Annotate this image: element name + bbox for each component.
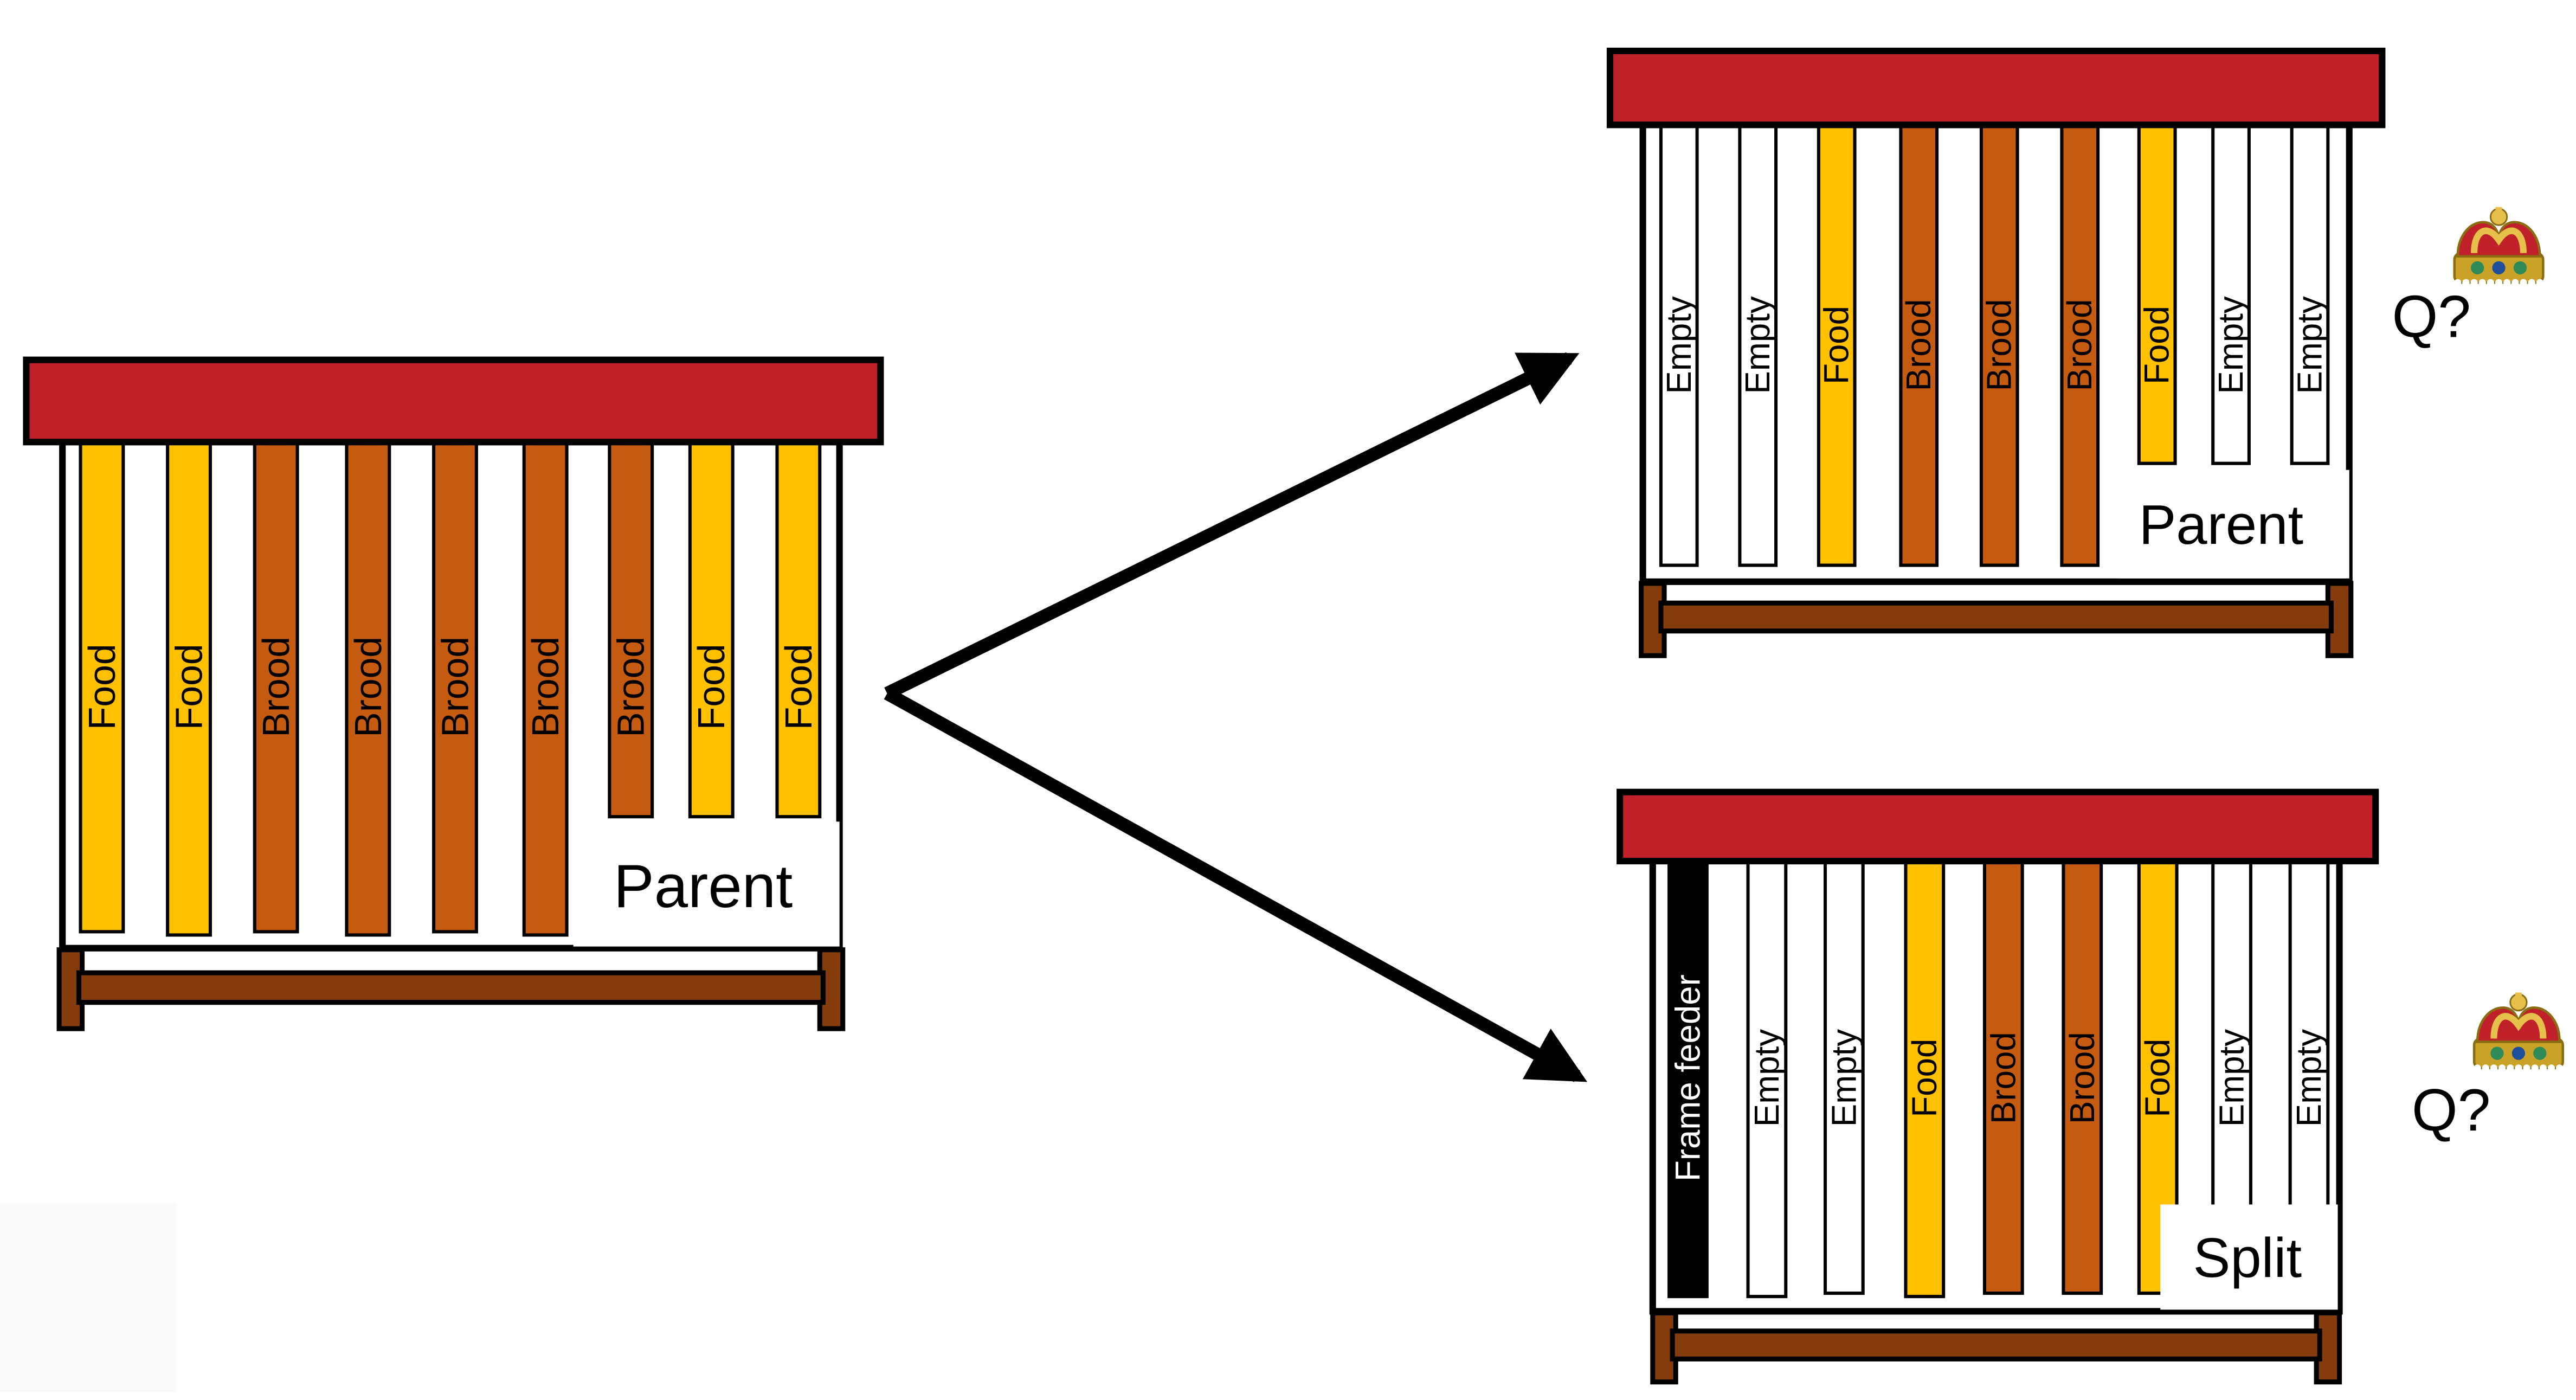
frame-label: Brood — [1984, 1032, 2023, 1124]
queen-marker-split: Q? — [2412, 992, 2565, 1144]
frame-label: Food — [777, 644, 820, 730]
frame-bar — [345, 440, 391, 937]
frame-label: Food — [2139, 1039, 2177, 1118]
hive-label-box — [573, 821, 840, 947]
frame-empty: Empty — [2211, 123, 2251, 465]
frame-brood: Brood — [522, 440, 569, 937]
frame-label: Brood — [2060, 299, 2099, 391]
hive-label-split: Split — [2193, 1226, 2302, 1289]
crown-icon — [2472, 992, 2565, 1072]
frame-label: Brood — [255, 637, 297, 737]
frame-bar — [1904, 859, 1946, 1299]
frame-bar — [1899, 123, 1939, 567]
frame-bar — [1817, 123, 1857, 567]
hive-stand — [56, 947, 846, 1031]
hive-result-split: Frame feeder Empty Empty Food Brood Brood Food… — [1617, 788, 2379, 1385]
frame-feeder: Frame feeder — [1667, 859, 1709, 1299]
hive-roof — [23, 356, 884, 446]
frame-bar — [2060, 123, 2100, 567]
crown-icon — [2453, 207, 2545, 286]
frame-label: Food — [1818, 306, 1856, 384]
frame-label: Brood — [2063, 1032, 2102, 1124]
hive-label-box — [2160, 1204, 2338, 1310]
frame-food: Food — [1904, 859, 1946, 1299]
frame-label: Brood — [524, 637, 566, 737]
frame-bar — [1667, 859, 1709, 1299]
frame-label: Empty — [1748, 1029, 1786, 1127]
frame-label: Empty — [1738, 296, 1777, 394]
frame-label: Empty — [2213, 1029, 2251, 1127]
frame-food: Food — [166, 440, 212, 937]
frame-brood: Brood — [1979, 123, 2019, 567]
frame-food: Food — [688, 440, 735, 819]
frame-brood: Brood — [345, 440, 391, 937]
frame-bar — [608, 440, 654, 819]
frame-bar — [2137, 123, 2177, 465]
frame-empty: Empty — [1659, 123, 1699, 567]
frame-brood: Brood — [253, 440, 299, 934]
hive-source-parent: Food Food Brood Brood Brood Brood Brood Food Foo… — [23, 356, 884, 1031]
frame-label: Empty — [2212, 296, 2250, 394]
frame-empty: Empty — [2290, 123, 2330, 465]
frame-label: Food — [1905, 1039, 1944, 1118]
queen-marker-parent: Q? — [2392, 207, 2545, 350]
frame-label: Frame feeder — [1669, 974, 1707, 1181]
arrow-to-split-icon — [884, 688, 1588, 1082]
frame-bar — [79, 440, 125, 934]
frame-bar — [432, 440, 478, 934]
hive-result-parent: Empty Empty Food Brood Brood Brood Food Empty Em… — [1606, 47, 2386, 658]
queen-status-split: Q? — [2412, 1077, 2491, 1144]
frame-label: Empty — [1825, 1029, 1863, 1127]
frame-bar — [1746, 859, 1788, 1299]
frame-bar — [253, 440, 299, 934]
frame-label: Brood — [610, 637, 652, 737]
frame-brood: Brood — [2062, 859, 2103, 1295]
frame-bar — [1982, 859, 2024, 1295]
frame-bar — [1979, 123, 2019, 567]
frame-bar — [688, 440, 735, 819]
blank-panel — [0, 1203, 176, 1392]
frame-label: Food — [81, 644, 123, 730]
hive-roof — [1617, 788, 2379, 865]
frame-empty: Empty — [1823, 859, 1865, 1295]
frame-food: Food — [2137, 123, 2177, 465]
frame-brood: Brood — [2060, 123, 2100, 567]
frame-label: Empty — [2291, 296, 2329, 394]
queen-status-parent: Q? — [2392, 284, 2471, 350]
frame-bar — [2211, 123, 2251, 465]
frame-bar — [775, 440, 822, 819]
hive-stand — [1650, 1310, 2342, 1385]
frame-empty: Empty — [1746, 859, 1788, 1299]
frame-brood: Brood — [1899, 123, 1939, 567]
frame-label: Empty — [2290, 1029, 2328, 1127]
frame-label: Brood — [1899, 299, 1938, 391]
frame-food: Food — [1817, 123, 1857, 567]
frame-label: Food — [690, 644, 732, 730]
frame-food: Food — [775, 440, 822, 819]
hive-label-source: Parent — [614, 852, 793, 920]
frame-label: Empty — [1660, 296, 1698, 394]
frame-label: Brood — [434, 637, 476, 737]
split-arrows — [884, 352, 1588, 1082]
frame-brood: Brood — [1982, 859, 2024, 1295]
hive-label-parent: Parent — [2139, 493, 2304, 556]
frame-bar — [1659, 123, 1699, 567]
hive-label-box — [2119, 470, 2349, 579]
frame-bar — [2290, 123, 2330, 465]
frame-label: Food — [2138, 306, 2176, 384]
frame-brood: Brood — [608, 440, 654, 819]
hive-roof — [1606, 47, 2386, 129]
frame-label: Food — [168, 644, 210, 730]
frame-empty: Empty — [1738, 123, 1778, 567]
frame-food: Food — [79, 440, 125, 934]
frame-label: Brood — [1980, 299, 2019, 391]
arrow-to-parent-icon — [884, 352, 1580, 699]
frame-label: Brood — [347, 637, 389, 737]
frame-brood: Brood — [432, 440, 478, 934]
frame-bar — [522, 440, 569, 937]
hive-stand — [1639, 581, 2354, 658]
